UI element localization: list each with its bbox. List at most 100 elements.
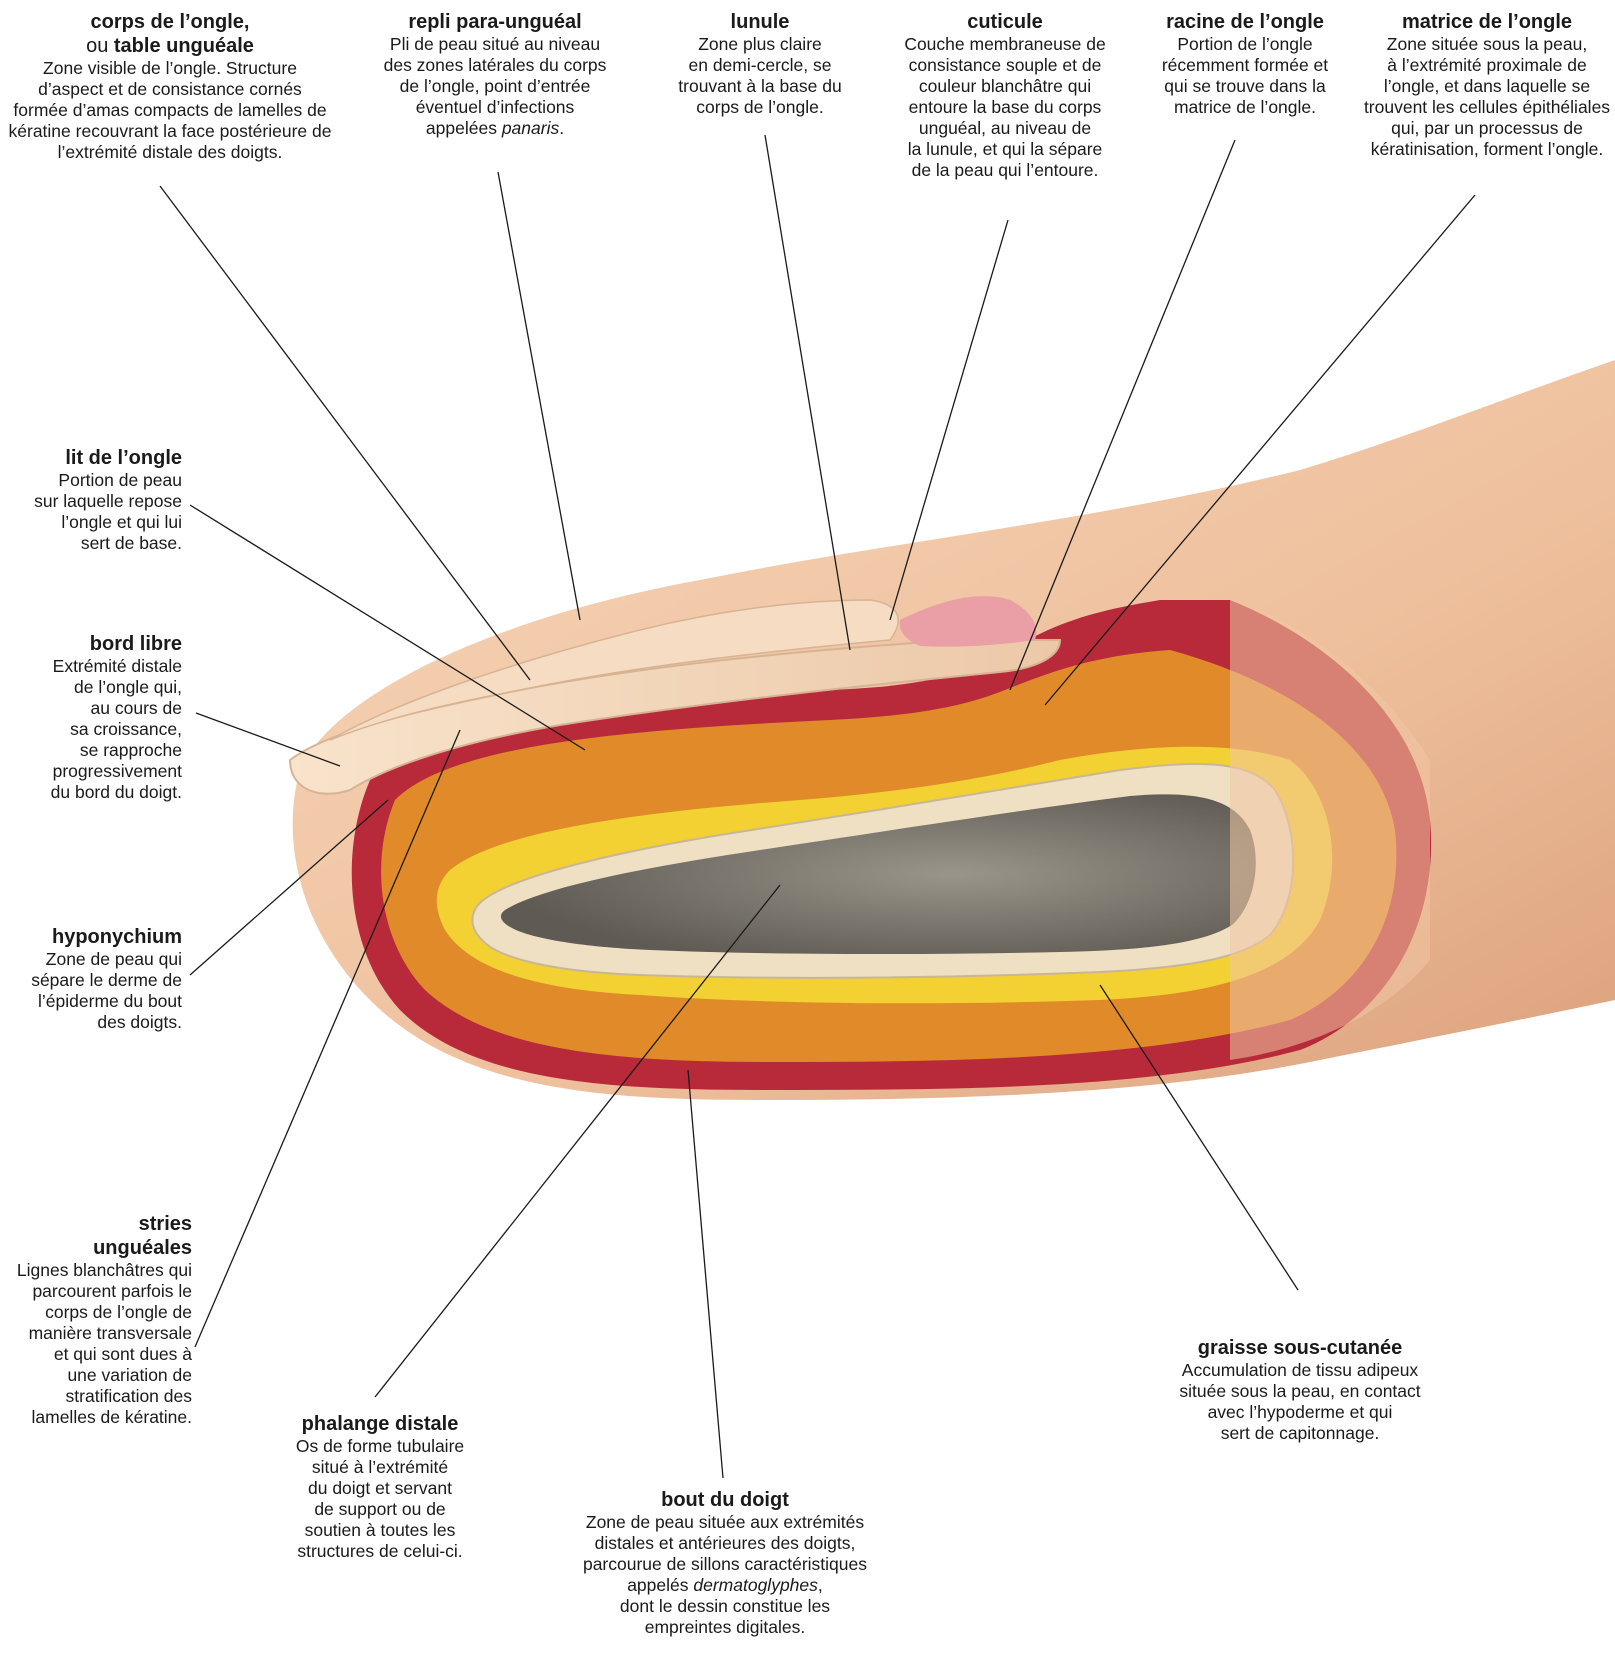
label-lit-desc-3: sert de base. [10,533,182,554]
label-bout-desc-3-pre: appelés [627,1575,693,1595]
label-racine: racine de l’ongle Portion de l’ongle réc… [1135,10,1355,118]
label-bout-desc-3: appelés dermatoglyphes, [570,1575,880,1596]
label-graisse-desc-2: avec l’hypoderme et qui [1150,1402,1450,1423]
label-lunule-desc-0: Zone plus claire [660,34,860,55]
label-repli-desc-4-em: panaris [502,118,559,138]
label-bout-title: bout du doigt [570,1488,880,1512]
label-matrice-desc-4: qui, par un processus de [1360,118,1614,139]
label-stries-desc-4: et qui sont dues à [4,1344,192,1365]
label-lit-desc-1: sur laquelle repose [10,491,182,512]
label-lunule: lunule Zone plus claire en demi-cercle, … [660,10,860,118]
label-lit-title: lit de l’ongle [10,446,182,470]
label-hypo-desc-3: des doigts. [10,1012,182,1033]
label-bord-desc-3: sa croissance, [10,719,182,740]
label-cuticule: cuticule Couche membraneuse de consistan… [880,10,1130,181]
label-graisse: graisse sous-cutanée Accumulation de tis… [1150,1336,1450,1444]
label-corps: corps de l’ongle, ou table unguéale Zone… [2,10,338,163]
label-corps-desc-4: l’extrémité distale des doigts. [2,142,338,163]
label-stries-title-b: unguéales [4,1236,192,1260]
leader-hypo [190,800,388,975]
label-hypo-desc-0: Zone de peau qui [10,949,182,970]
label-repli-desc-4-pre: appelées [426,118,502,138]
label-lit-desc-0: Portion de peau [10,470,182,491]
label-stries-desc-0: Lignes blanchâtres qui [4,1260,192,1281]
label-bout-desc-3-post: , [818,1575,823,1595]
label-bord-desc-2: au cours de [10,698,182,719]
label-bout: bout du doigt Zone de peau située aux ex… [570,1488,880,1638]
label-phalange: phalange distale Os de forme tubulaire s… [270,1412,490,1562]
label-racine-desc-1: récemment formée et [1135,55,1355,76]
label-cuticule-desc-4: unguéal, au niveau de [880,118,1130,139]
label-bout-desc-5: empreintes digitales. [570,1617,880,1638]
leader-corps [160,186,530,680]
leader-lunule [765,135,850,650]
label-hypo: hyponychium Zone de peau qui sépare le d… [10,925,182,1033]
label-cuticule-desc-0: Couche membraneuse de [880,34,1130,55]
label-corps-prefix: ou [86,35,108,57]
label-corps-desc-2: formée d’amas compacts de lamelles de [2,100,338,121]
label-lunule-desc-1: en demi-cercle, se [660,55,860,76]
label-repli-desc-1: des zones latérales du corps [370,55,620,76]
label-bord-desc-6: du bord du doigt. [10,782,182,803]
leader-lit [190,505,585,750]
label-cuticule-desc-1: consistance souple et de [880,55,1130,76]
label-lunule-desc-2: trouvant à la base du [660,76,860,97]
label-bout-desc-0: Zone de peau située aux extrémités [570,1512,880,1533]
label-bord-desc-5: progressivement [10,761,182,782]
label-bord: bord libre Extrémité distale de l’ongle … [10,632,182,803]
label-stries-title-a: stries [4,1212,192,1236]
label-hypo-desc-1: sépare le derme de [10,970,182,991]
label-phalange-desc-5: structures de celui-ci. [270,1541,490,1562]
label-matrice-title: matrice de l’ongle [1360,10,1614,34]
label-hypo-desc-2: l’épiderme du bout [10,991,182,1012]
label-stries-desc-1: parcourent parfois le [4,1281,192,1302]
label-matrice: matrice de l’ongle Zone située sous la p… [1360,10,1614,160]
label-graisse-desc-3: sert de capitonnage. [1150,1423,1450,1444]
label-corps-desc-1: d’aspect et de consistance cornés [2,79,338,100]
label-cuticule-desc-2: couleur blanchâtre qui [880,76,1130,97]
label-bord-title: bord libre [10,632,182,656]
label-bout-desc-1: distales et antérieures des doigts, [570,1533,880,1554]
label-matrice-desc-1: à l’extrémité proximale de [1360,55,1614,76]
label-racine-desc-0: Portion de l’ongle [1135,34,1355,55]
label-corps-desc-3: kératine recouvrant la face postérieure … [2,121,338,142]
label-lunule-desc-3: corps de l’ongle. [660,97,860,118]
leader-racine [1010,140,1235,690]
label-stries-desc-2: corps de l’ongle de [4,1302,192,1323]
label-stries-desc-5: une variation de [4,1365,192,1386]
leader-bout [688,1070,723,1478]
label-cuticule-desc-6: de la peau qui l’entoure. [880,160,1130,181]
label-corps-title-b: table unguéale [114,35,254,57]
label-hypo-title: hyponychium [10,925,182,949]
label-repli-desc-0: Pli de peau situé au niveau [370,34,620,55]
label-lit: lit de l’ongle Portion de peau sur laque… [10,446,182,554]
leader-matrice [1045,195,1475,705]
label-phalange-desc-3: de support ou de [270,1499,490,1520]
label-stries-desc-7: lamelles de kératine. [4,1407,192,1428]
label-repli-title: repli para-unguéal [370,10,620,34]
label-graisse-title: graisse sous-cutanée [1150,1336,1450,1360]
label-matrice-desc-0: Zone située sous la peau, [1360,34,1614,55]
label-lunule-title: lunule [660,10,860,34]
label-cuticule-desc-5: la lunule, et qui la sépare [880,139,1130,160]
label-bord-desc-0: Extrémité distale [10,656,182,677]
leader-cuticule [890,220,1008,620]
label-phalange-desc-4: soutien à toutes les [270,1520,490,1541]
leader-bord [196,713,340,766]
label-graisse-desc-0: Accumulation de tissu adipeux [1150,1360,1450,1381]
label-corps-desc-0: Zone visible de l’ongle. Structure [2,58,338,79]
label-bout-desc-4: dont le dessin constitue les [570,1596,880,1617]
leader-stries [195,730,460,1347]
label-repli-desc-2: de l’ongle, point d’entrée [370,76,620,97]
label-racine-desc-2: qui se trouve dans la [1135,76,1355,97]
leader-phalange [375,885,780,1397]
label-matrice-desc-2: l’ongle, et dans laquelle se [1360,76,1614,97]
label-stries: stries unguéales Lignes blanchâtres qui … [4,1212,192,1428]
label-phalange-desc-0: Os de forme tubulaire [270,1436,490,1457]
label-phalange-title: phalange distale [270,1412,490,1436]
label-stries-desc-3: manière transversale [4,1323,192,1344]
label-repli-desc-4-post: . [559,118,564,138]
label-racine-desc-3: matrice de l’ongle. [1135,97,1355,118]
label-bout-desc-3-em: dermatoglyphes [693,1575,818,1595]
